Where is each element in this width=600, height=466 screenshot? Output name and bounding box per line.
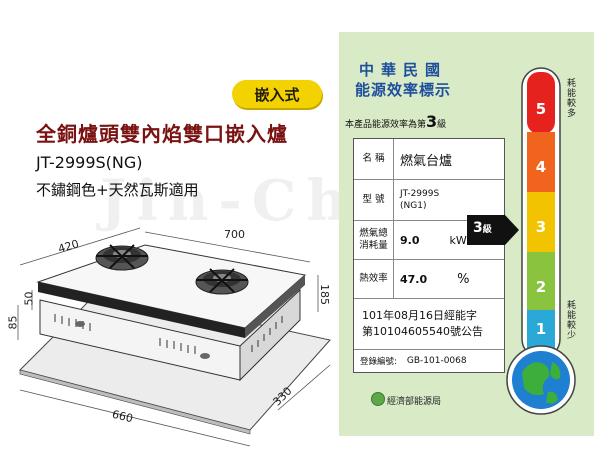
grade-arrow: 3級 xyxy=(467,215,519,245)
label-low-consumption: 耗能較少 xyxy=(565,300,575,340)
product-finish: 不鏽鋼色+天然瓦斯適用 xyxy=(36,181,199,199)
dim-width-top: 700 xyxy=(224,228,245,241)
dim-height-total: 85 xyxy=(6,315,20,330)
scale-level-2: 2 xyxy=(535,278,547,296)
scale-level-1: 1 xyxy=(535,320,547,338)
label-title-main: 能源效率標示 xyxy=(355,81,452,99)
scale-level-3: 3 xyxy=(535,218,547,236)
product-model: JT-2999S(NG) xyxy=(36,153,143,172)
scale-level-5: 5 xyxy=(535,100,547,118)
dimension-lines xyxy=(17,227,331,447)
label-title-country: 中華民國 xyxy=(359,61,448,79)
label-grade-statement: 本產品能源效率為第3級 xyxy=(345,112,447,131)
row-registration: 登錄編號:GB-101-0068 xyxy=(360,356,467,367)
agency-logo-icon xyxy=(371,392,385,406)
row-model: 型 號 JT-2999S(NG1) xyxy=(354,180,504,221)
built-in-badge: 嵌入式 xyxy=(232,80,322,108)
knob-left xyxy=(75,321,85,327)
burner-right xyxy=(195,268,249,295)
stove-drawing xyxy=(17,227,331,447)
scale-level-4: 4 xyxy=(535,158,547,176)
label-high-consumption: 耗能較多 xyxy=(565,78,575,118)
agency-name: 經濟部能源局 xyxy=(387,397,442,407)
row-name: 名 稱 燃氣台爐 xyxy=(354,139,504,180)
energy-efficiency-label: 中華民國 能源效率標示 本產品能源效率為第3級 名 稱 燃氣台爐 型 號 JT-… xyxy=(339,32,594,436)
burner-left xyxy=(95,244,149,271)
stove-top-edge xyxy=(38,282,245,338)
knob-right xyxy=(200,353,210,359)
row-approval: 101年08月16日經能字第10104605540號公告 xyxy=(354,299,504,350)
product-title: 全銅爐頭雙內焰雙口嵌入爐 xyxy=(36,122,288,146)
dim-height-right: 185 xyxy=(318,284,331,305)
row-efficiency: 熱效率 47.0% xyxy=(354,260,504,299)
dim-height-top: 50 xyxy=(22,291,36,306)
